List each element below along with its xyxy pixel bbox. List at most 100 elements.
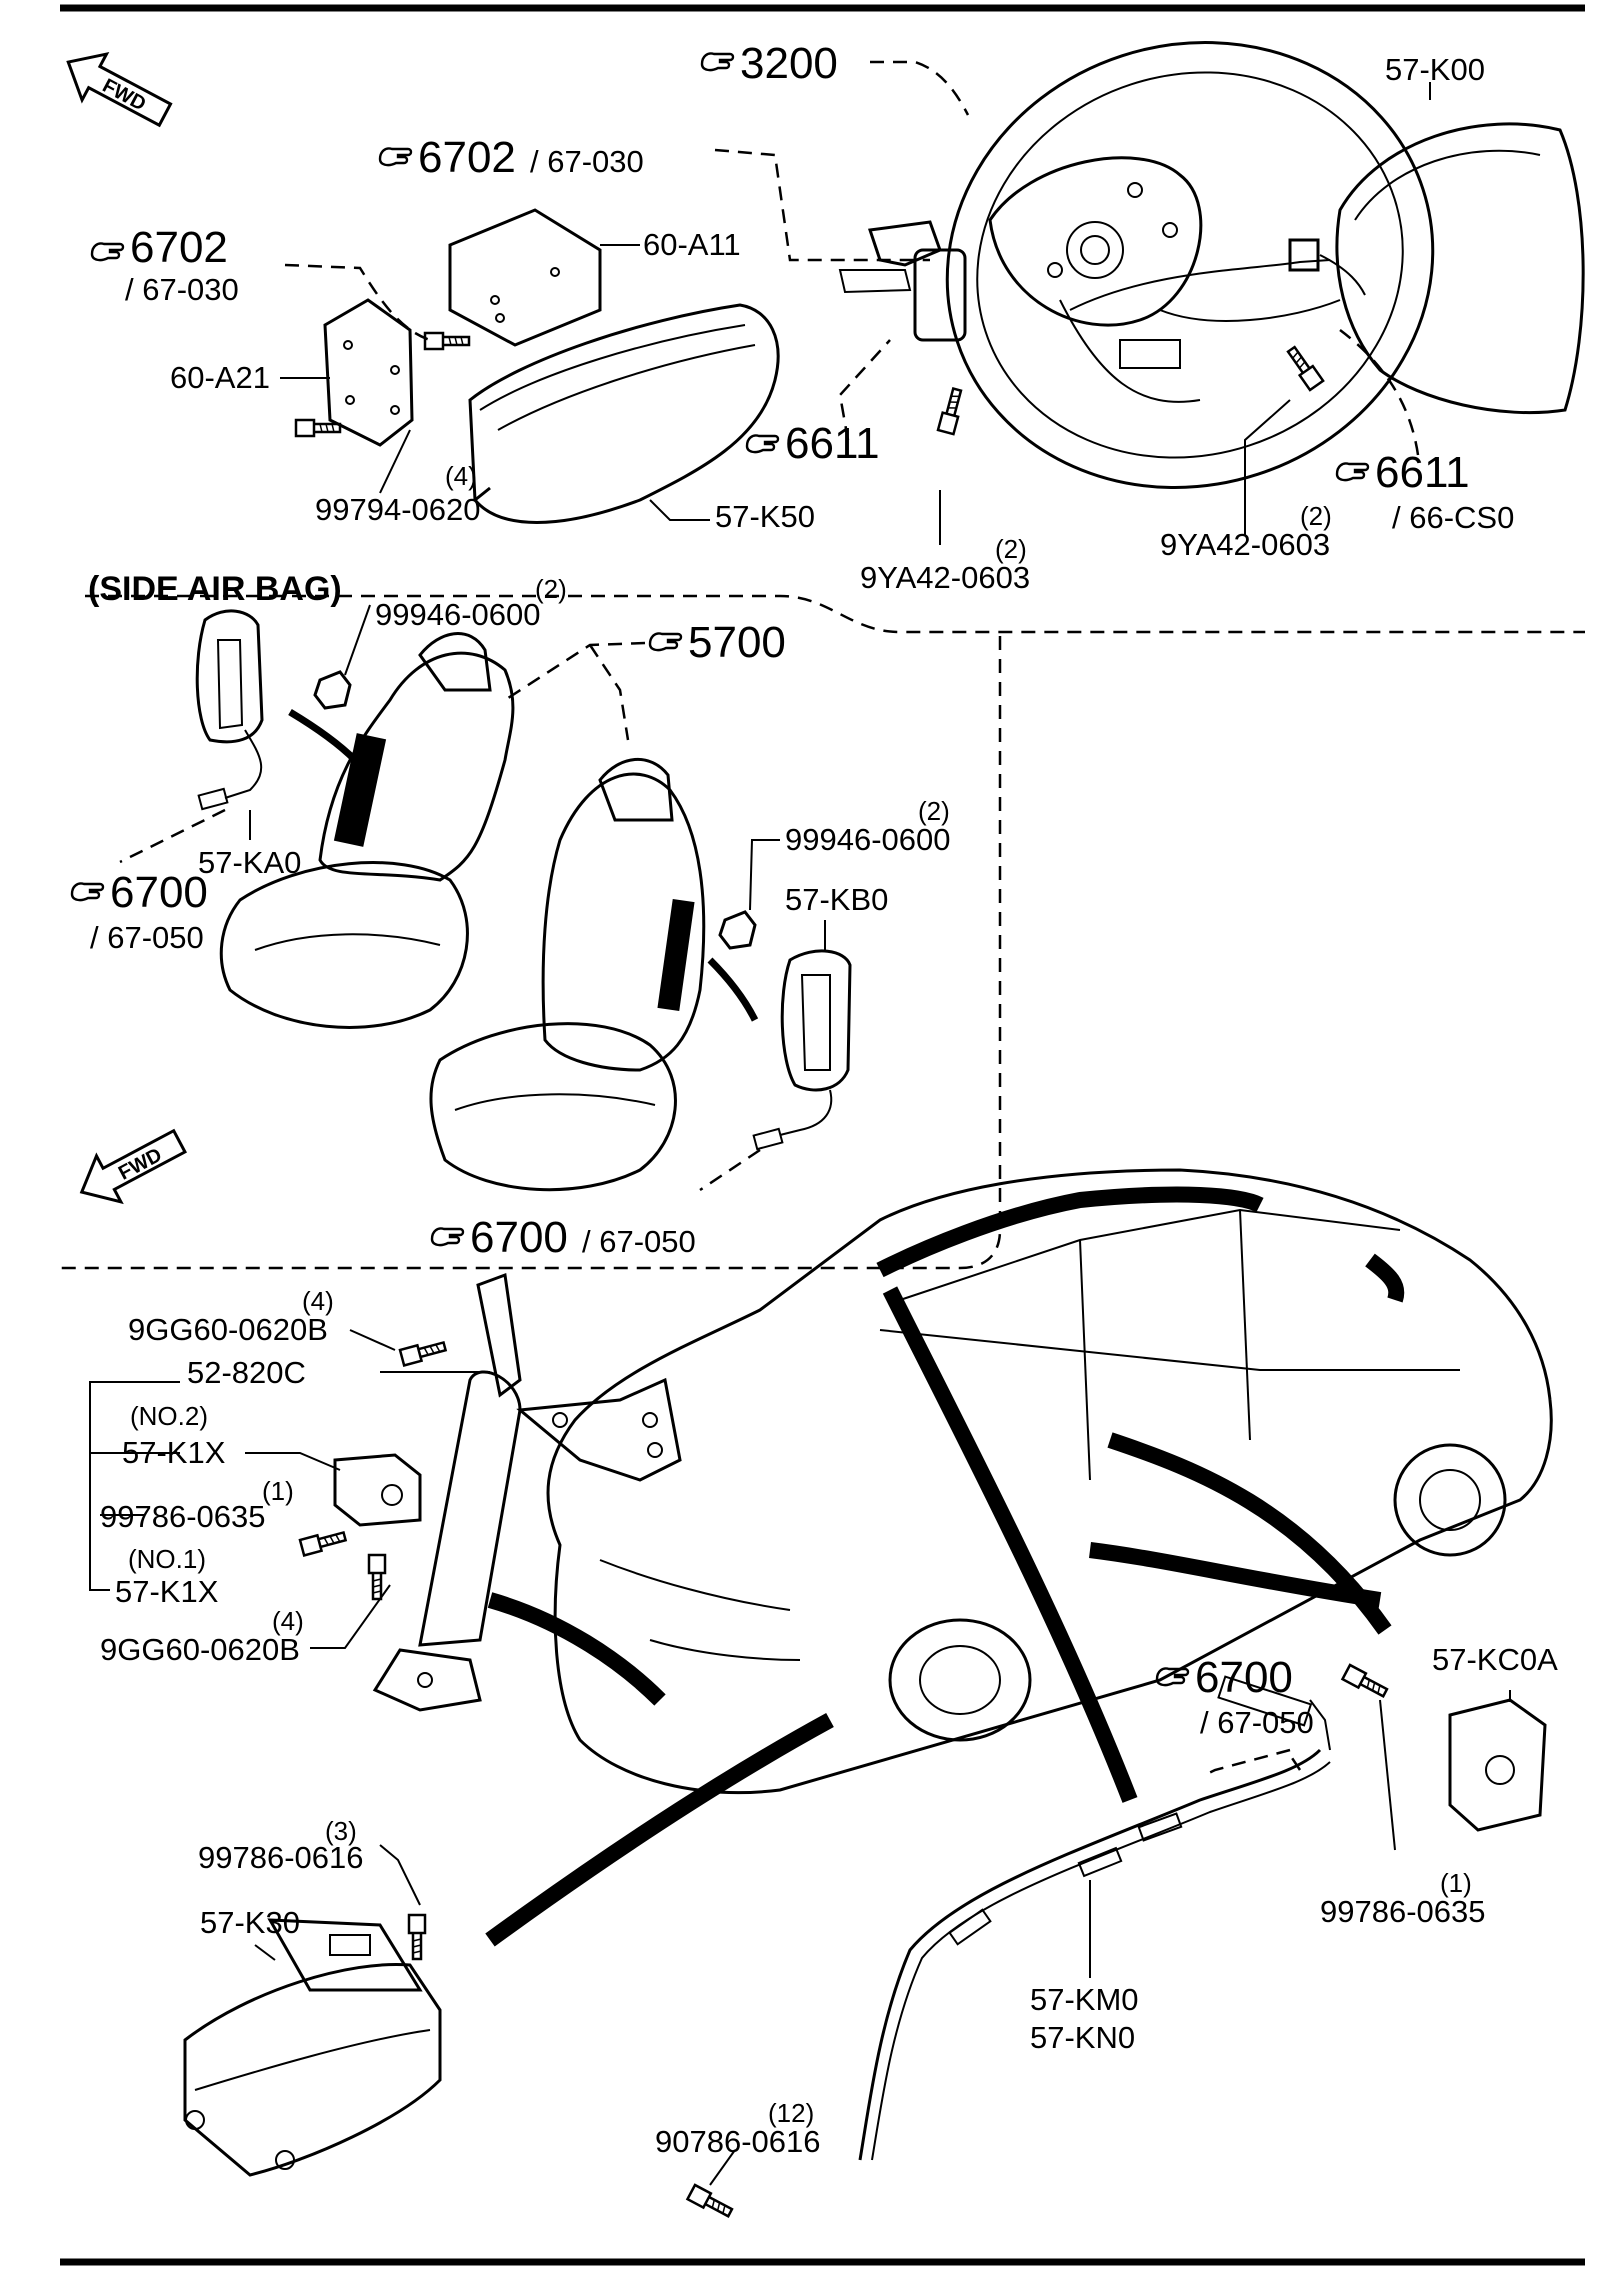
tag-no2: (NO.2) — [130, 1401, 208, 1431]
front-seat-rear — [219, 632, 515, 1029]
ref-arrow-6700c-b — [1204, 1748, 1291, 1777]
part-99946-0600-upper: 99946-0600 — [375, 597, 541, 632]
bolt-99794-upper — [423, 331, 471, 351]
hand-pointer-icon — [378, 147, 413, 167]
ref-6702-top-sub: / 67-030 — [530, 144, 644, 179]
sensor-57-k1x — [333, 1453, 422, 1527]
ref-3200: 3200 — [740, 39, 838, 88]
part-57-kb0: 57-KB0 — [785, 882, 888, 917]
side-airbag-57-ka0 — [195, 609, 264, 811]
side-airbag-57-kb0 — [752, 949, 852, 1151]
part-99946-0600-lower: 99946-0600 — [785, 822, 951, 857]
ref-arrow-5700 — [504, 641, 646, 741]
hand-pointer-icon — [430, 1227, 465, 1247]
leader-90786 — [709, 2149, 736, 2186]
driver-airbag-module — [1069, 122, 1585, 415]
part-9gg60-0620b-upper: 9GG60-0620B — [128, 1312, 328, 1347]
qty-9gg60-upper: (4) — [302, 1286, 334, 1316]
qty-99786-0635-right: (1) — [1440, 1868, 1472, 1898]
part-99786-0635-left: 99786-0635 — [100, 1499, 266, 1534]
leader-99786-0616 — [379, 1844, 421, 1906]
ref-6700-bottom-sub: / 67-050 — [582, 1224, 696, 1259]
ref-6702-left: 6702 — [130, 223, 228, 272]
steering-wheel — [945, 40, 1435, 490]
sensor-57-kc0a — [1448, 1698, 1547, 1832]
passenger-airbag-module — [468, 303, 780, 524]
fwd-arrow-middle: FWD — [79, 1128, 187, 1205]
ref-arrow-6702a — [714, 148, 930, 262]
leader-9gg60b — [310, 1584, 391, 1649]
ref-6611-right-sub: / 66-CS0 — [1392, 500, 1514, 535]
leader-99946b — [749, 839, 780, 911]
ref-arrow-6702b — [284, 263, 431, 342]
fitment-line-sensor-b — [1107, 1432, 1392, 1635]
part-9gg60-0620b-lower: 9GG60-0620B — [100, 1632, 300, 1667]
leader-57-k30 — [254, 1944, 276, 1961]
front-seat-front — [429, 758, 706, 1192]
part-99794-0620: 99794-0620 — [315, 492, 481, 527]
ref-6700-left-sub: / 67-050 — [90, 920, 204, 955]
vehicle-outline — [546, 1168, 1553, 1794]
section-divider-top — [85, 594, 1585, 634]
leader-99794 — [379, 429, 411, 494]
part-57-k1x-no2: 57-K1X — [122, 1435, 226, 1470]
ref-6702-top: 6702 — [418, 133, 516, 182]
ref-6611-right: 6611 — [1375, 448, 1470, 497]
qty-99946-lower: (2) — [918, 796, 950, 826]
ref-6611-center: 6611 — [785, 419, 880, 468]
qty-9ya42-left: (2) — [995, 534, 1027, 564]
nut-99946-lower — [718, 910, 757, 950]
part-60-a11: 60-A11 — [643, 227, 741, 262]
part-9ya42-0603-right: 9YA42-0603 — [1160, 527, 1330, 562]
part-57-k30: 57-K30 — [200, 1905, 300, 1940]
part-57-km0: 57-KM0 — [1030, 1982, 1139, 2017]
fitment-line-ka0 — [288, 708, 358, 763]
ref-6702-left-sub: / 67-030 — [125, 272, 239, 307]
hand-pointer-icon — [70, 882, 105, 902]
part-57-ka0: 57-KA0 — [198, 845, 301, 880]
part-99786-0635-right: 99786-0635 — [1320, 1894, 1486, 1929]
fitment-line-curtain — [882, 1286, 1138, 1803]
ref-arrow-6700c — [1288, 1754, 1302, 1771]
ref-6700-right: 6700 — [1195, 1653, 1293, 1702]
bracket-60-a21 — [323, 298, 414, 447]
part-90786-0616: 90786-0616 — [655, 2124, 821, 2159]
ref-5700: 5700 — [688, 618, 786, 667]
ref-6700-right-sub: / 67-050 — [1200, 1705, 1314, 1740]
qty-99946-upper: (2) — [535, 574, 567, 604]
part-9ya42-0603-left: 9YA42-0603 — [860, 560, 1030, 595]
steering-bolt-right — [1283, 343, 1325, 392]
bolt-99786-0616 — [407, 1913, 427, 1961]
ref-arrow-6700b — [699, 1148, 761, 1192]
qty-99794: (4) — [445, 461, 477, 491]
clock-spring-switch — [838, 220, 967, 342]
nut-99946-upper — [313, 670, 352, 710]
tag-no1: (NO.1) — [128, 1544, 206, 1574]
leader-57-k50 — [649, 499, 710, 521]
bolt-9gg60-lower — [367, 1553, 387, 1601]
ref-arrow-6700a — [119, 808, 226, 864]
side-air-bag-heading: (SIDE AIR BAG) — [88, 570, 342, 608]
qty-99786-0635-left: (1) — [262, 1476, 294, 1506]
part-60-a21: 60-A21 — [170, 360, 270, 395]
ref-6700-bottom: 6700 — [470, 1213, 568, 1262]
hand-pointer-icon — [700, 52, 735, 72]
part-99786-0616: 99786-0616 — [198, 1840, 364, 1875]
curtain-line-2 — [1365, 1253, 1405, 1303]
leader-99946a — [344, 604, 371, 676]
hand-pointer-icon — [90, 242, 125, 262]
bolt-9gg60-upper — [398, 1337, 448, 1367]
fitment-line-kb0 — [707, 957, 759, 1022]
part-52-820c: 52-820C — [187, 1355, 306, 1390]
ref-6700-left: 6700 — [110, 868, 208, 917]
bolt-90786-0616 — [686, 2183, 736, 2222]
hand-pointer-icon — [745, 434, 780, 454]
part-57-kn0: 57-KN0 — [1030, 2020, 1135, 2055]
ref-arrow-3200 — [870, 60, 970, 116]
ref-arrow-6611b — [1339, 329, 1420, 456]
part-57-k1x-no1: 57-K1X — [115, 1574, 219, 1609]
fitment-line-sensor-a — [487, 1592, 666, 1706]
fwd-arrow-top: FWD — [66, 51, 173, 128]
fitment-line-module — [485, 1712, 834, 1947]
